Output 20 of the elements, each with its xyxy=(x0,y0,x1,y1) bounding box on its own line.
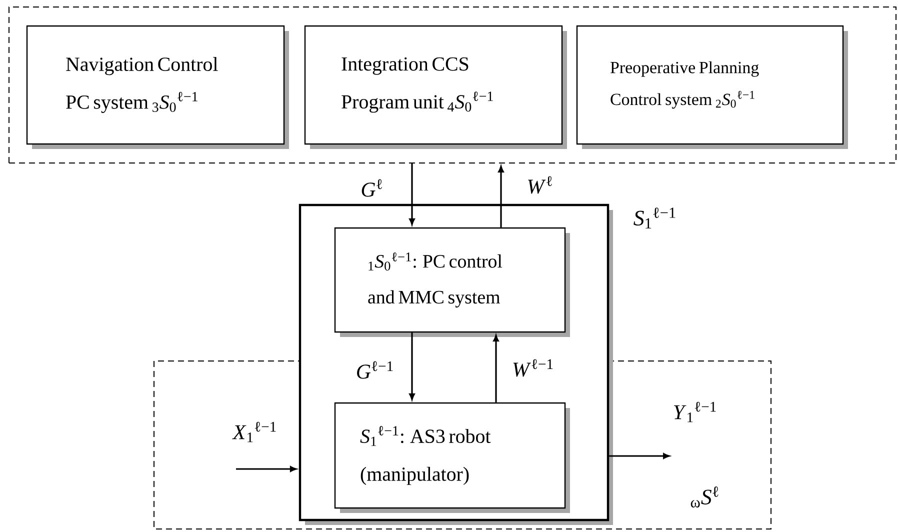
edge-label: W$^{ℓ−1}$ xyxy=(513,359,553,377)
arrow xyxy=(409,332,415,400)
process-box: $_{1}$S$_{0}$$^{ℓ−1}$: PC control and MMC system xyxy=(334,227,570,337)
edge-label: G$^{ℓ}$ xyxy=(362,179,382,197)
process-box: Preoperative Planning Control system $_{2}$S$_{0}$ℓ−1 xyxy=(576,25,848,149)
arrow xyxy=(493,334,499,402)
box-caption: S$_{1}$ℓ−1 xyxy=(634,208,676,228)
arrow xyxy=(236,466,297,472)
process-box: Integration CCS Program unit $_{4}$S$_{0}$ℓ−1 xyxy=(304,25,567,149)
arrow xyxy=(498,166,504,228)
edge-label: Y$_{1}$ℓ−1 xyxy=(674,402,716,422)
process-box: Navigation Control PC system $_{3}$S$_{0}$ℓ−1 xyxy=(26,25,289,149)
dashed-frame xyxy=(8,6,896,164)
edge-label: W$^{ℓ}$ xyxy=(528,176,552,194)
edge-label: X$_{1}$ℓ−1 xyxy=(232,422,276,442)
system-label: $_{ω}$S$^{ℓ}$ xyxy=(690,486,718,508)
arrow xyxy=(609,453,670,459)
process-box: S$_{1}$$^{ℓ−1}$: AS3 robot (manipulator) xyxy=(334,402,570,513)
arrow xyxy=(409,164,415,225)
edge-label: G$^{ℓ−1}$ xyxy=(357,361,393,379)
